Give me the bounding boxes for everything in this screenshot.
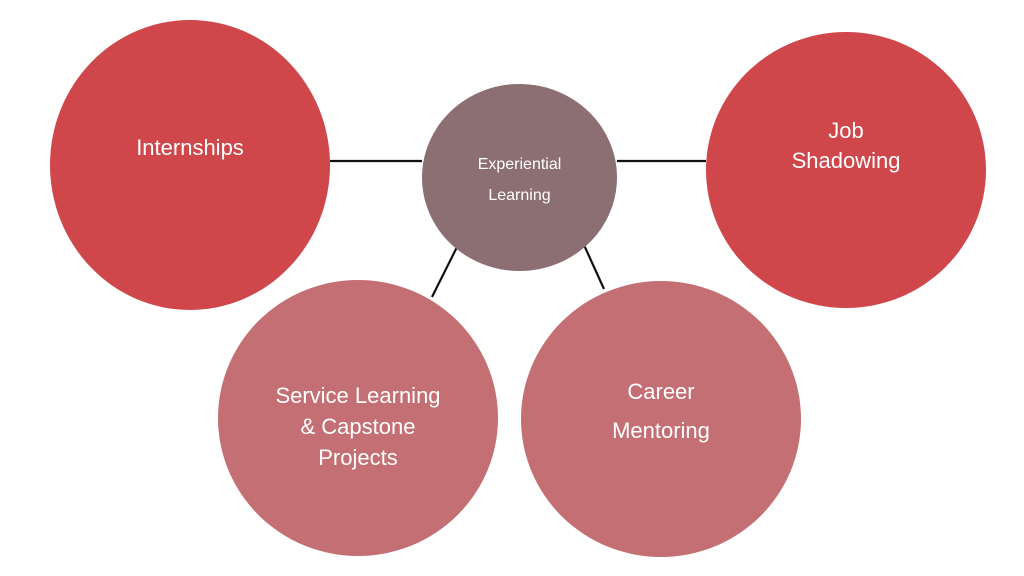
internships-node: Internships [50, 20, 330, 310]
job-shadowing-node: Job Shadowing [706, 32, 986, 308]
experiential-learning-node: Experiential Learning [422, 84, 617, 271]
connector-career-mentoring [582, 244, 606, 290]
job-shadowing-label: Job Shadowing [791, 118, 901, 173]
internships-label: Internships [136, 135, 244, 160]
career-mentoring-node: Career Mentoring [521, 281, 801, 557]
service-learning-node: Service Learning & Capstone Projects [218, 280, 498, 556]
career-mentoring-label: Career Mentoring [612, 379, 710, 443]
service-learning-label: Service Learning & Capstone Projects [275, 382, 441, 470]
connector-service-learning [431, 244, 459, 298]
experiential-learning-label: Experiential Learning [477, 155, 562, 204]
